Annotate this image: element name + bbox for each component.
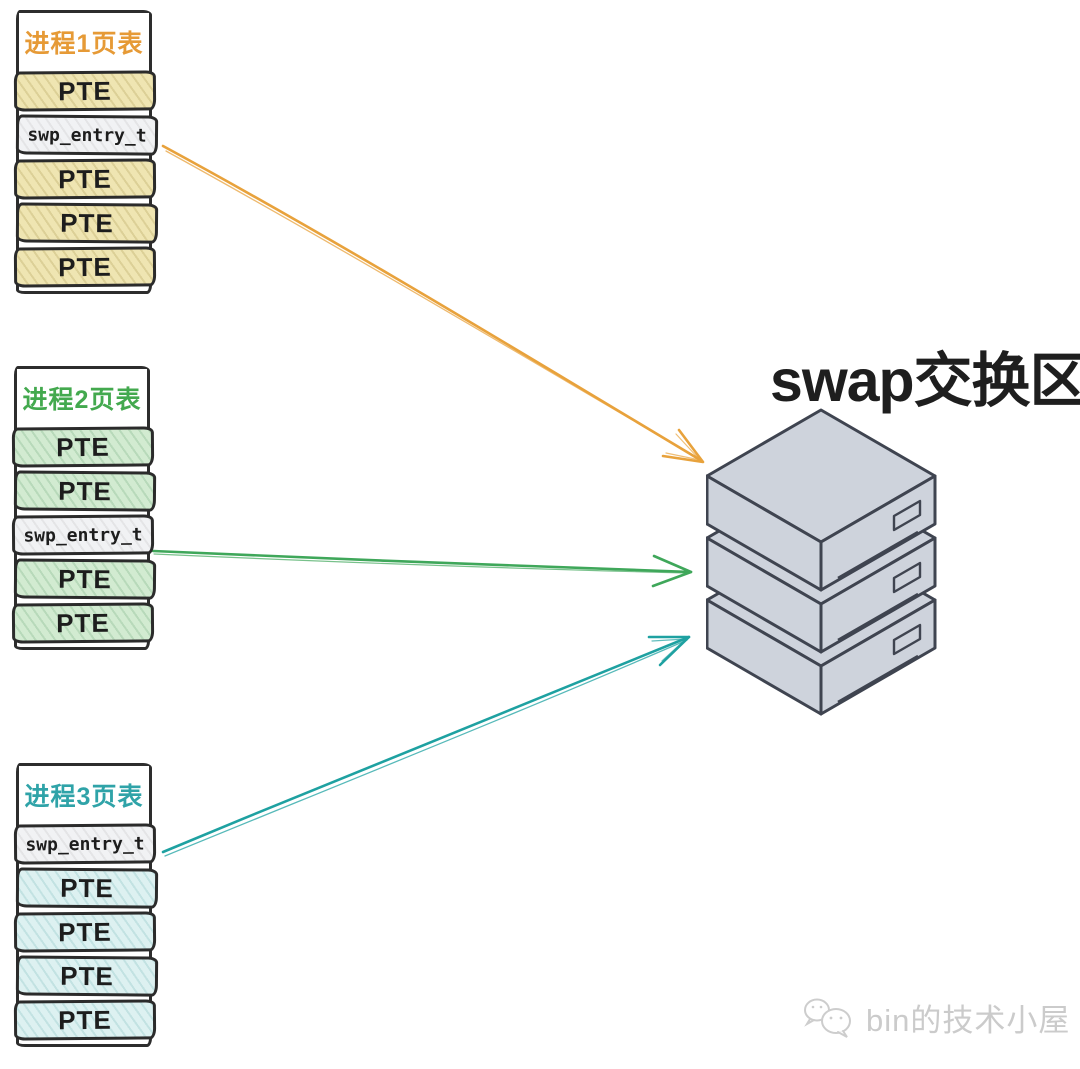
process1-page-table-title: 进程1页表	[19, 13, 149, 71]
pte-row: PTE	[13, 158, 157, 200]
process3-page-table-title: 进程3页表	[19, 766, 149, 824]
pte-row: PTE	[15, 202, 159, 244]
swp-entry-row: swp_entry_t	[15, 114, 159, 156]
process3-page-table: 进程3页表 swp_entry_t PTE PTE PTE PTE	[13, 763, 159, 1047]
swp-entry-row: swp_entry_t	[11, 514, 155, 556]
pte-row: PTE	[13, 246, 157, 288]
process3-rows: swp_entry_t PTE PTE PTE PTE	[13, 823, 159, 1044]
arrow-process1-to-swap	[161, 144, 705, 464]
pte-row: PTE	[15, 867, 159, 909]
arrow-process3-to-swap	[161, 635, 691, 857]
process2-page-table: 进程2页表 PTE PTE swp_entry_t PTE PTE	[11, 366, 157, 650]
process2-rows: PTE PTE swp_entry_t PTE PTE	[11, 426, 157, 647]
storage-boxes-icon	[706, 408, 937, 716]
watermark-label: bin的技术小屋	[866, 1002, 1071, 1038]
pte-row: PTE	[13, 70, 157, 112]
swp-entry-row: swp_entry_t	[13, 823, 157, 865]
watermark: bin的技术小屋	[800, 994, 1070, 1040]
swap-area-title: swap交换区	[770, 348, 1080, 414]
pte-row: PTE	[13, 470, 157, 512]
process1-rows: PTE swp_entry_t PTE PTE PTE	[13, 70, 159, 291]
pte-row: PTE	[15, 955, 159, 997]
arrow-process2-to-swap	[151, 549, 693, 588]
pte-row: PTE	[11, 426, 155, 468]
process1-page-table: 进程1页表 PTE swp_entry_t PTE PTE PTE	[13, 10, 159, 294]
pte-row: PTE	[11, 602, 155, 644]
process2-page-table-title: 进程2页表	[17, 369, 147, 427]
pte-row: PTE	[13, 999, 157, 1041]
storage-box-1	[706, 408, 937, 592]
pte-row: PTE	[13, 558, 157, 600]
pte-row: PTE	[13, 911, 157, 953]
wechat-bubbles-icon	[804, 998, 851, 1038]
